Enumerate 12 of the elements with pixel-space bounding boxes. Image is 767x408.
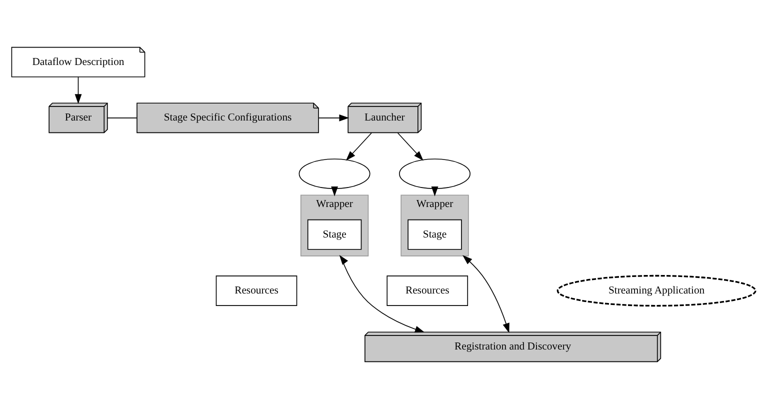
arrow xyxy=(397,132,424,160)
node-ellipse: Streaming Application xyxy=(556,274,756,306)
arrow xyxy=(318,114,350,121)
arrow xyxy=(462,254,510,333)
node-box: Stage xyxy=(408,218,462,250)
node-box: Stage xyxy=(307,218,362,250)
connector xyxy=(107,117,138,118)
node-box: Resources xyxy=(216,275,298,306)
arrow xyxy=(74,76,82,104)
arrow xyxy=(339,254,425,332)
node-box: Resources xyxy=(386,275,468,306)
arrow xyxy=(346,132,372,160)
